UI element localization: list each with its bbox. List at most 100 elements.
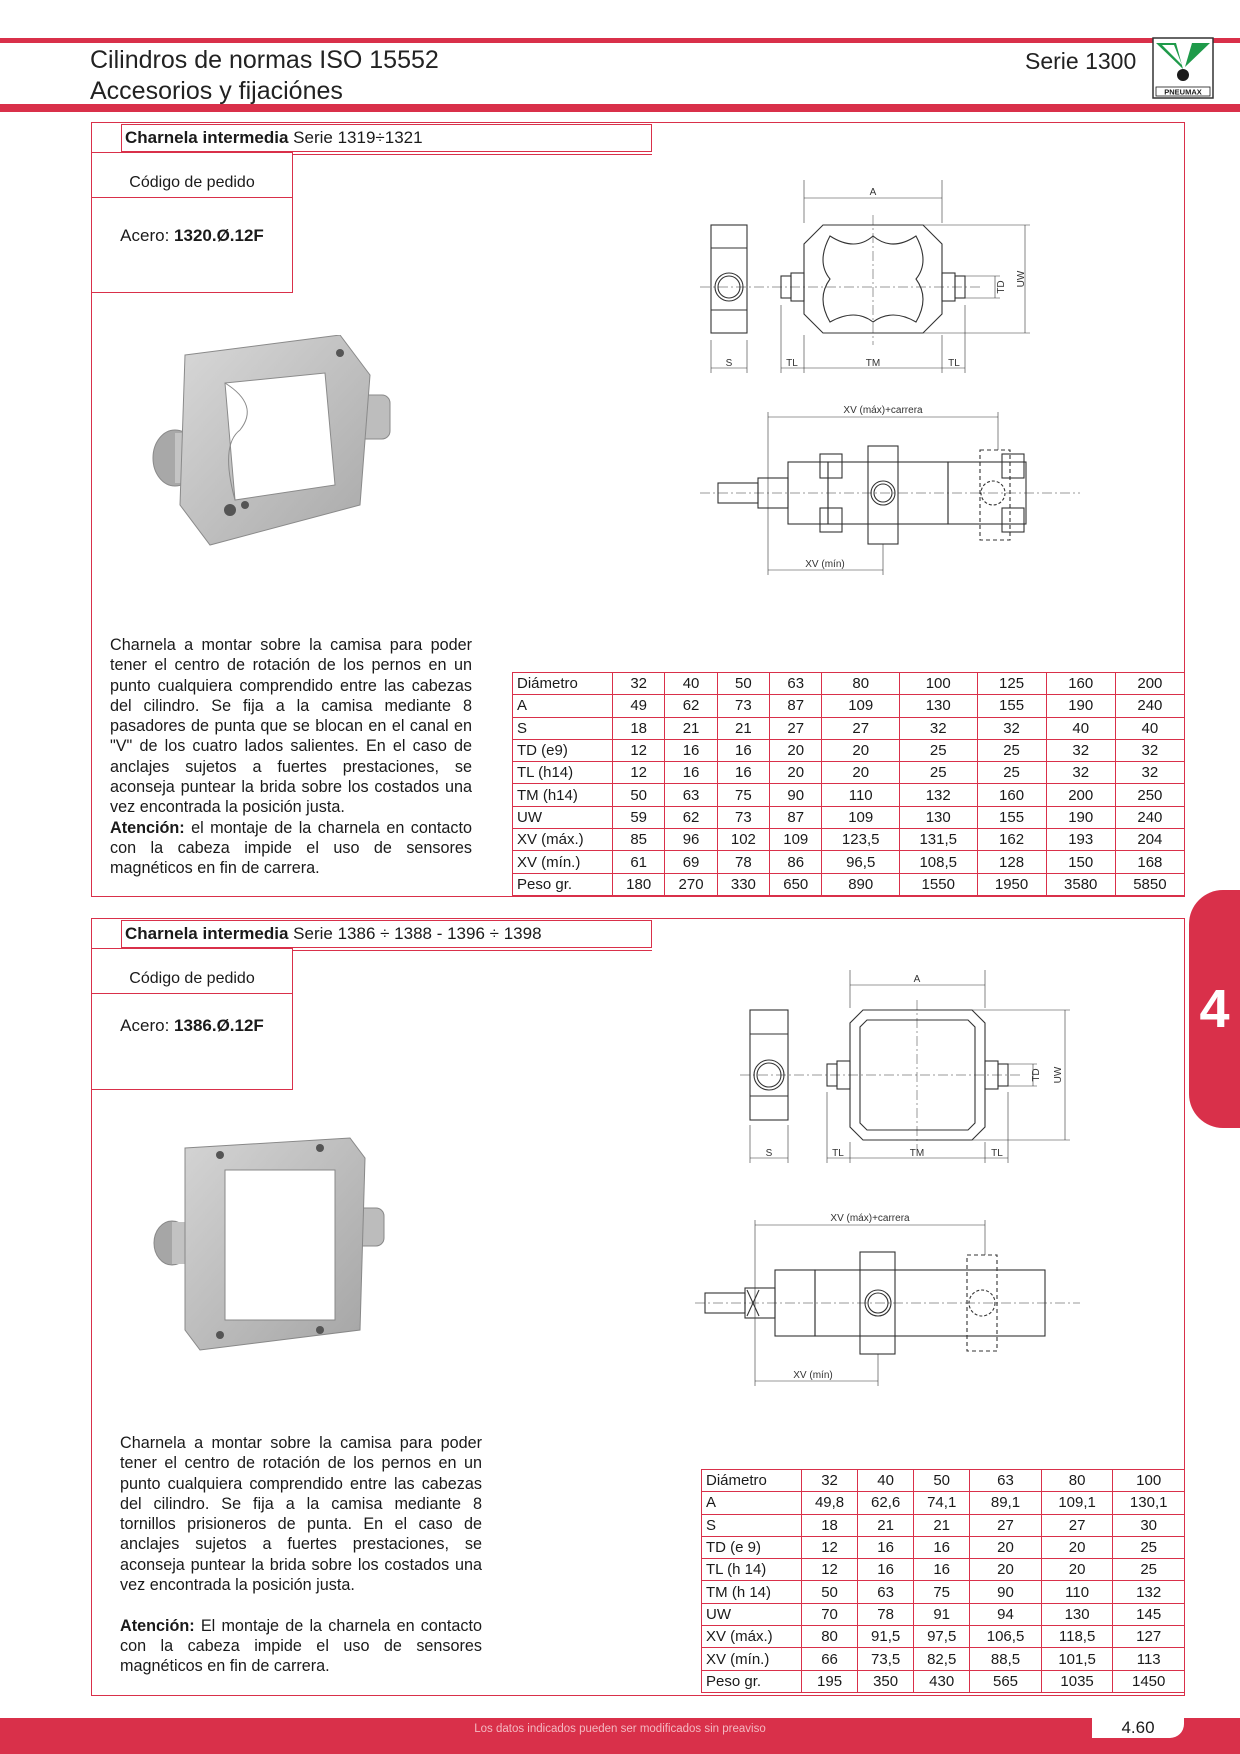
section-2-title-bold: Charnela intermedia: [125, 924, 289, 943]
table-cell: 20: [969, 1535, 1042, 1560]
table-cell: 27: [821, 716, 900, 740]
table-cell: 25: [1112, 1535, 1185, 1560]
table-cell: 25: [898, 738, 978, 763]
svg-text:TD: TD: [996, 280, 1007, 293]
table-cell: 73: [716, 694, 771, 718]
section-2-technical-drawing: A TD UW S TL TM TL XV (máx)+carrera XV (…: [695, 970, 1080, 1390]
table-cell: 20: [769, 761, 823, 785]
table-cell: 32: [611, 671, 666, 696]
table-cell: 155: [976, 694, 1047, 718]
section-2-attention-label: Atención:: [120, 1616, 195, 1635]
table-cell: 50: [800, 1580, 859, 1604]
table-cell: 109: [769, 828, 823, 852]
svg-text:XV (máx)+carrera: XV (máx)+carrera: [843, 405, 923, 416]
table-cell: 240: [1114, 805, 1186, 830]
section-2-attention-text: El montaje de la charnela en contacto co…: [120, 1616, 482, 1676]
table-cell: 101,5: [1040, 1647, 1114, 1671]
table-cell: 89,1: [969, 1491, 1042, 1515]
table-cell: 69: [664, 850, 718, 874]
section-2-product-image: [150, 1130, 395, 1355]
section-1-order-box: Código de pedido Acero: 1320.Ø.12F: [91, 152, 293, 293]
table-cell: 3580: [1045, 872, 1116, 896]
table-cell: 32: [1114, 738, 1186, 763]
table-cell: 123,5: [821, 828, 900, 852]
svg-text:TD: TD: [1031, 1068, 1042, 1081]
table-cell: 180: [611, 872, 666, 896]
table-row-label: UW: [701, 1602, 802, 1627]
table-cell: 87: [769, 694, 823, 718]
table-cell: 18: [800, 1513, 859, 1537]
table-cell: 650: [769, 872, 823, 896]
table-cell: 190: [1045, 805, 1116, 830]
table-cell: 195: [800, 1669, 859, 1693]
page-title: Cilindros de normas ISO 15552 Accesorios…: [90, 45, 439, 107]
table-cell: 73,5: [857, 1647, 915, 1671]
order-code-value: Acero: 1386.Ø.12F: [120, 1016, 264, 1035]
svg-text:TM: TM: [866, 358, 880, 369]
table-cell: 109: [821, 694, 900, 718]
svg-text:PNEUMAX: PNEUMAX: [1164, 88, 1202, 97]
table-cell: 25: [1112, 1558, 1185, 1582]
table-cell: 62: [664, 805, 718, 830]
svg-text:A: A: [914, 974, 921, 985]
table-cell: 102: [716, 828, 771, 852]
table-cell: 1450: [1112, 1669, 1185, 1693]
table-cell: 90: [969, 1580, 1042, 1604]
table-cell: 145: [1112, 1602, 1185, 1627]
table-cell: 63: [664, 783, 718, 807]
table-cell: 25: [976, 738, 1047, 763]
table-cell: 168: [1114, 850, 1186, 874]
table-cell: 85: [611, 828, 666, 852]
brand-logo: PNEUMAX: [1152, 37, 1214, 99]
table-cell: 155: [976, 805, 1047, 830]
section-2-title: Charnela intermedia Serie 1386 ÷ 1388 - …: [121, 920, 652, 948]
table-row-label: XV (mín.): [512, 850, 613, 874]
table-cell: 204: [1114, 828, 1186, 852]
table-cell: 32: [1114, 761, 1186, 785]
table-cell: 40: [1114, 716, 1186, 740]
header-bottom-rule: [0, 104, 1240, 112]
table-cell: 250: [1114, 783, 1186, 807]
table-cell: 127: [1112, 1625, 1185, 1649]
table-cell: 130,1: [1112, 1491, 1185, 1515]
svg-text:S: S: [726, 358, 733, 369]
table-cell: 16: [913, 1558, 971, 1582]
table-row-label: XV (máx.): [512, 828, 613, 852]
table-cell: 132: [1112, 1580, 1185, 1604]
order-code-label: Código de pedido: [92, 949, 292, 994]
svg-text:TM: TM: [910, 1148, 924, 1159]
table-cell: 27: [769, 716, 823, 740]
table-cell: 96,5: [821, 850, 900, 874]
table-cell: 88,5: [969, 1647, 1042, 1671]
page-title-line2: Accesorios y fijaciónes: [90, 77, 343, 105]
svg-text:UW: UW: [1053, 1066, 1064, 1083]
table-row-label: TL (h 14): [701, 1558, 802, 1582]
table-cell: 160: [976, 783, 1047, 807]
section-1-attention-text: el montaje de la charnela en contacto co…: [110, 818, 472, 878]
table-cell: 109: [821, 805, 900, 830]
table-cell: 40: [1045, 716, 1116, 740]
table-cell: 20: [1040, 1535, 1114, 1560]
page-number: 4.60: [1092, 1718, 1184, 1738]
table-cell: 16: [716, 738, 771, 763]
table-cell: 32: [1045, 761, 1116, 785]
table-cell: 130: [1040, 1602, 1114, 1627]
table-cell: 12: [611, 738, 666, 763]
table-cell: 162: [976, 828, 1047, 852]
svg-text:A: A: [870, 187, 877, 198]
table-cell: 32: [976, 716, 1047, 740]
series-label: Serie 1300: [1025, 48, 1137, 74]
table-cell: 350: [857, 1669, 915, 1693]
table-row-label: A: [701, 1491, 802, 1515]
table-row-label: XV (máx.): [701, 1625, 802, 1649]
table-cell: 40: [857, 1468, 915, 1493]
order-code-value: Acero: 1320.Ø.12F: [120, 226, 264, 245]
